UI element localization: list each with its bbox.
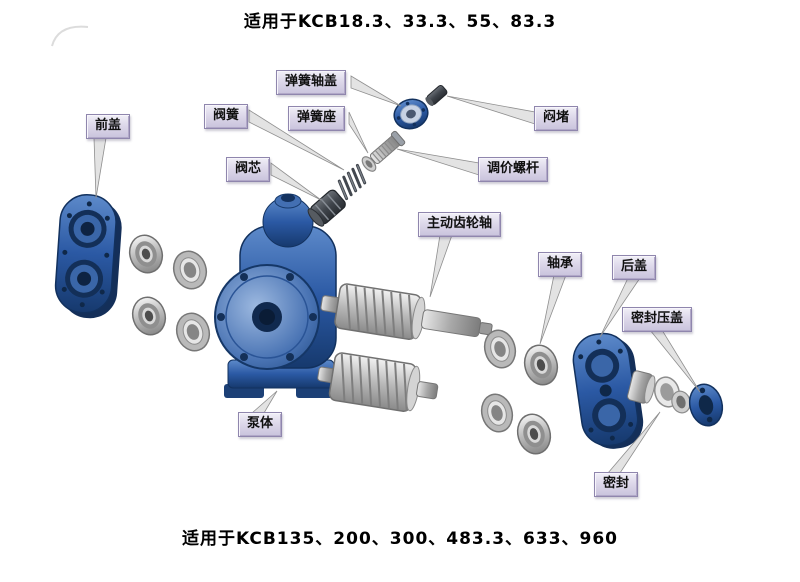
right-ring-2 xyxy=(480,393,514,433)
driven-gear-part xyxy=(317,352,439,412)
adjusting-screw-part xyxy=(369,130,406,164)
label-valve-spring: 阀簧 xyxy=(204,104,249,129)
label-pump-body: 泵体 xyxy=(238,412,283,437)
leader-plug xyxy=(446,95,536,125)
left-ring-1 xyxy=(172,250,208,290)
leader-driving-gear-shaft xyxy=(429,234,453,298)
label-seal: 密封 xyxy=(594,472,639,497)
leader-bearing xyxy=(539,274,567,345)
watermark-arc xyxy=(51,25,89,47)
label-bearing: 轴承 xyxy=(538,252,583,277)
left-bearing-2 xyxy=(131,296,167,336)
spring-shaft-cover-part xyxy=(393,98,429,130)
right-bearing-2 xyxy=(516,413,552,455)
spring-seat-part xyxy=(361,156,377,172)
label-plug: 闷堵 xyxy=(534,106,579,131)
left-ring-2 xyxy=(175,312,211,352)
rear-cover-part xyxy=(572,332,644,449)
plug-part xyxy=(425,85,448,107)
label-seal-gland: 密封压盖 xyxy=(622,307,693,332)
front-cover-part xyxy=(54,194,122,319)
title-top: 适用于KCB18.3、33.3、55、83.3 xyxy=(243,12,557,32)
leader-spring-shaft-cover xyxy=(350,75,402,107)
driving-gear-shaft-part xyxy=(320,283,493,341)
leader-adjusting-screw xyxy=(396,148,480,176)
label-valve-core: 阀芯 xyxy=(226,157,271,182)
label-rear-cover: 后盖 xyxy=(612,255,657,280)
label-spring-shaft-cover: 弹簧轴盖 xyxy=(276,70,347,95)
title-bottom: 适用于KCB135、200、300、483.3、633、960 xyxy=(181,529,619,549)
right-bearing-1 xyxy=(523,344,559,386)
label-driving-gear-shaft: 主动齿轮轴 xyxy=(418,212,502,237)
seal-sleeve-part xyxy=(627,370,656,404)
valve-spring-part xyxy=(337,163,367,201)
label-spring-seat: 弹簧座 xyxy=(288,106,346,131)
right-ring-1 xyxy=(483,329,517,369)
pump-body-part xyxy=(214,193,337,398)
seal-gland-part xyxy=(688,383,724,427)
leader-valve-spring xyxy=(248,109,345,171)
label-adjusting-screw: 调价螺杆 xyxy=(478,157,549,182)
valve-core-part xyxy=(307,189,346,227)
leader-front-cover xyxy=(93,137,107,199)
label-front-cover: 前盖 xyxy=(86,114,131,139)
leader-valve-core xyxy=(270,162,322,201)
left-bearing-1 xyxy=(128,234,164,274)
leader-spring-seat xyxy=(348,111,369,154)
